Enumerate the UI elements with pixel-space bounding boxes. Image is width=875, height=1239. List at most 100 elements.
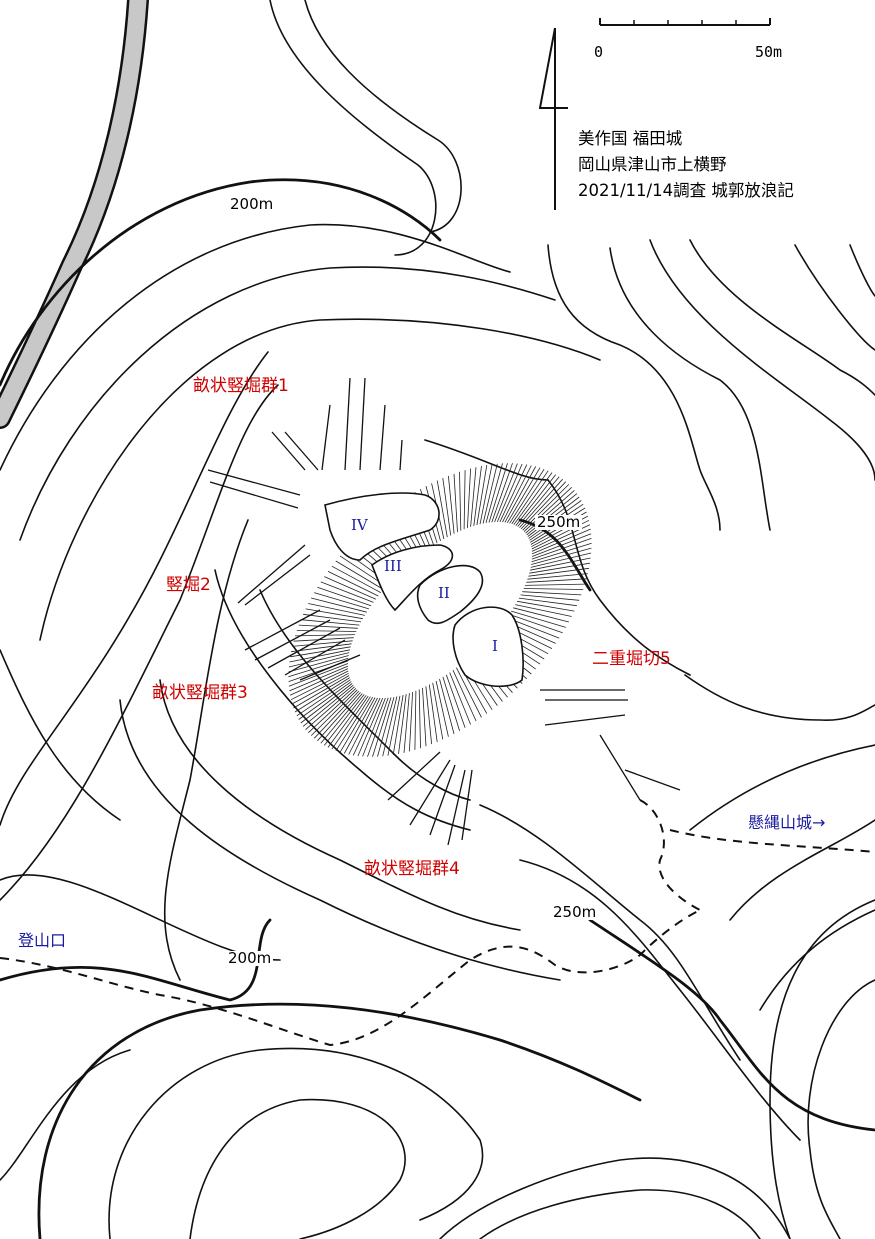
trails [0,799,875,1047]
scarp-hachure-stroke [494,463,518,523]
scarp-hachure-stroke [305,608,363,620]
scarp-hachure-stroke [357,697,384,757]
dry-moat-group-3-marks [244,609,361,681]
scarp-hachure-stroke [442,478,452,536]
dry-moat-group-3-label: 畝状竪堀群3 [152,683,248,703]
scarp-hachure-stroke [520,594,580,601]
river [0,0,149,429]
scarp-hachure-stroke [502,465,532,523]
scarp-hachure-stroke [499,464,528,523]
scarp-hachure-stroke [288,663,349,687]
scarp-hachure-stroke [453,473,458,533]
scarp-hachure-stroke [367,697,389,757]
scarp-hachure-stroke [323,694,365,746]
dry-moats [207,377,681,846]
scarp-hachure-stroke [300,619,360,626]
scarp-hachure-stroke [300,683,353,724]
scarp-hachure-stroke [448,475,455,534]
vertical-moat-2-label: 竪堀2 [166,575,211,595]
scarp-hachure-stroke [488,463,508,523]
location-label: 岡山県津山市上横野 [578,155,727,174]
scarp-hachure-stroke [519,478,563,528]
scarp-hachure-stroke [387,695,401,756]
scarp-hachure-stroke [463,470,466,530]
scarp-hachure-stroke [313,690,360,739]
scarp-hachure-stroke [510,610,566,628]
scarp-hachure-stroke [459,471,462,531]
enclosure-ii-outline [416,564,484,625]
scarp-hachure-stroke [425,686,432,745]
scarp-hachure-stroke [509,468,545,524]
scarp-hachure-stroke [292,640,353,647]
scarp-hachure-stroke [439,678,455,735]
scarp-hachure-stroke [525,490,575,534]
dry-moat-group-1-label: 畝状竪堀群1 [193,376,289,396]
elevation-label-250-south: 250m [551,903,599,921]
scale-end-label: 50m [755,43,783,61]
scarp-hachure-stroke [531,528,591,555]
scarp-hachure-stroke [479,464,493,525]
scarp-hachure-stroke [288,652,350,668]
trail-to-trailhead [0,909,701,1047]
scarp-hachure-stroke [293,637,354,642]
scarp-hachure-stroke [496,463,523,523]
scarp-hachure-stroke [320,581,374,603]
scarp-hachure-stroke [452,670,477,722]
scarp-hachure-stroke [491,463,513,523]
scarp-hachure-stroke [467,468,471,529]
scarp-hachure-stroke [520,481,567,530]
scarp-hachure-stroke [482,463,498,524]
scarp-hachure-stroke [525,583,586,586]
scarp-hachure-stroke [517,476,560,527]
scarp-hachure-stroke [513,472,553,525]
scarp-hachure-stroke [293,675,350,709]
trailhead-label: 登山口 [18,931,67,950]
scarp-hachure-stroke [515,474,557,526]
vertical-moat-2-marks [237,544,311,606]
scarp-hachure-stroke [382,696,398,757]
enclosure-outlines [324,492,524,688]
scarp-hachure-stroke [308,603,365,616]
scarp-hachure-stroke [530,557,591,571]
scarp-hachure-stroke [331,565,382,594]
scarp-hachure-stroke [302,684,354,727]
scarp-hachure-stroke [449,672,471,725]
scarp-hachure-stroke [308,688,357,733]
double-cut-5-label: 二重堀切5 [592,649,671,669]
scarp-hachure-stroke [298,624,358,629]
scarp-hachure-stroke [518,597,577,607]
scarp-hachure-stroke [331,695,369,750]
enclosure-ii-label: II [438,584,450,602]
enclosure-iii-outline [371,544,454,612]
scarp-hachure-stroke [288,655,349,673]
scarp-hachure-stroke [348,697,378,755]
scarp-hachure-stroke [314,592,370,610]
scarp-hachure-stroke [403,693,410,753]
scarp-hachure-stroke [290,643,352,653]
scarp-hachure-stroke [392,694,404,755]
trail-to-kakenawayama [639,799,701,911]
scarp-hachure-stroke [296,630,357,632]
kakenawayama-castle-label: 懸縄山城→ [748,813,826,832]
scarp-hachure-stroke [324,576,377,600]
scarp-hachure-stroke [517,600,575,612]
dry-moat-group-4-marks [387,751,473,846]
scarp-hachure-stroke [428,684,438,742]
scarp-hachure-stroke [529,562,590,574]
scarp-hachure-stroke [456,667,482,718]
dry-moat-group-4-label: 畝状竪堀群4 [364,859,460,879]
scarp-hachure-stroke [288,657,349,678]
elevation-label-200-north: 200m [228,195,276,213]
scarp-hachure-stroke [294,634,355,637]
scarp-hachure-stroke [317,586,372,607]
scarp-hachure-stroke [504,466,537,523]
scarp-hachure-stroke [339,696,374,753]
scarp-hachure-stroke [414,690,417,750]
scarp-hachure-stroke [289,665,349,692]
scarp-hachure-stroke [310,689,358,736]
scarp-hachure-stroke [418,689,421,749]
scarp-hachure-stroke [526,578,587,583]
scarp-hachure-stroke [398,694,407,754]
